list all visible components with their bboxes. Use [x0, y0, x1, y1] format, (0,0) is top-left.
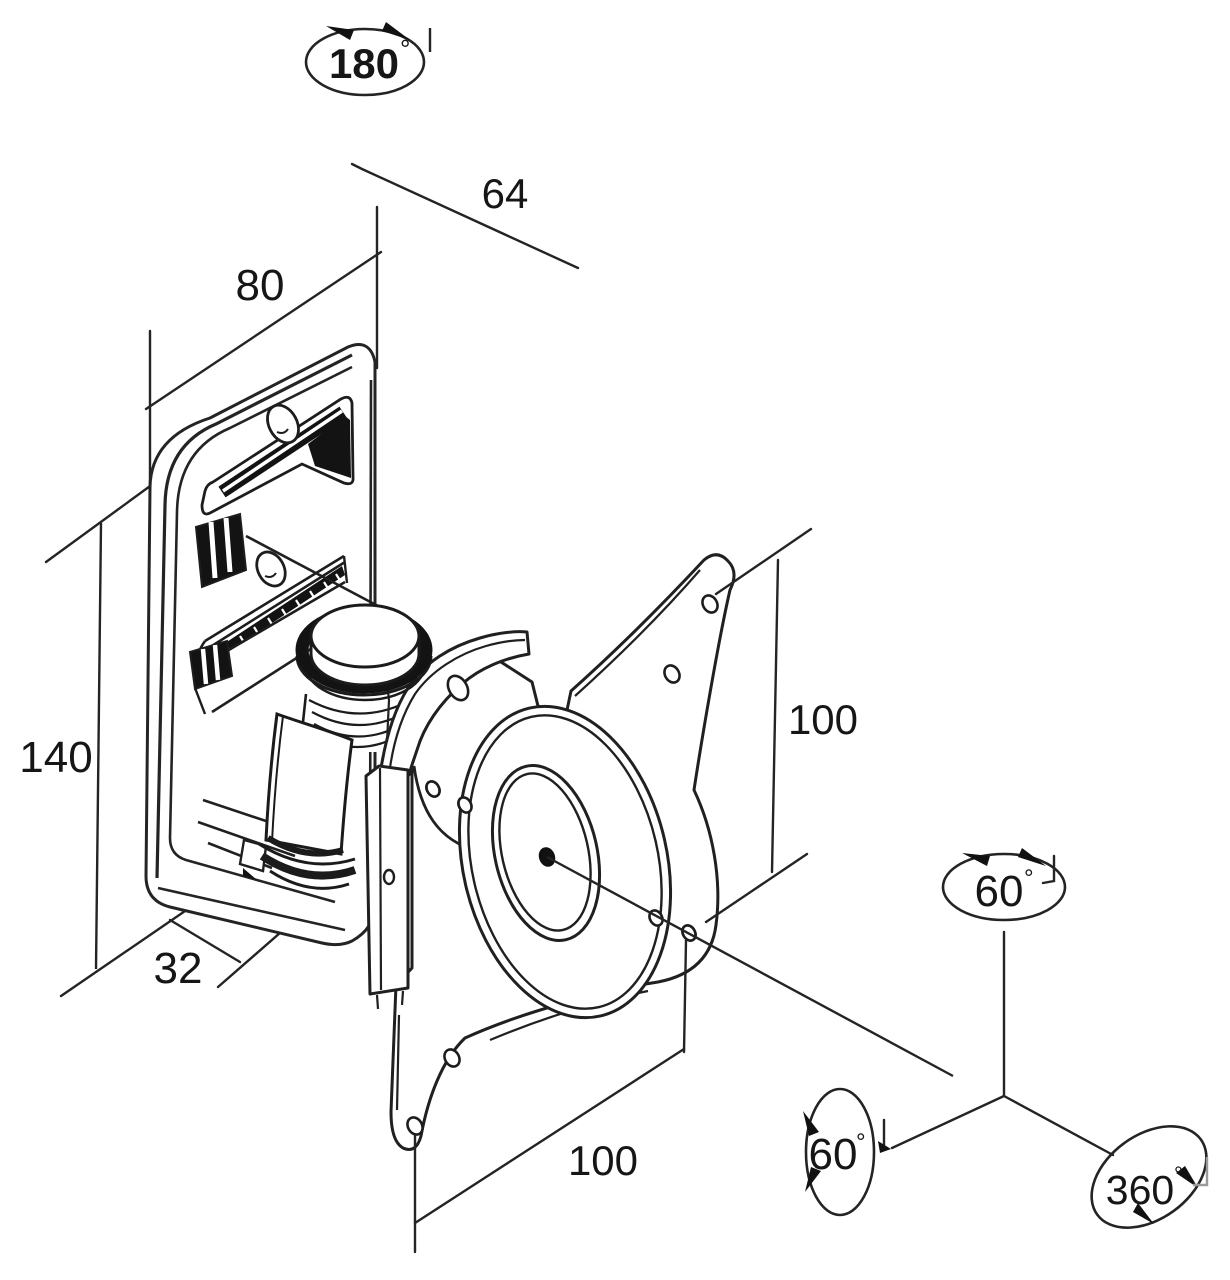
svg-text:60: 60	[975, 867, 1024, 916]
svg-text:°: °	[400, 34, 410, 64]
svg-text:360: 360	[1106, 1167, 1174, 1213]
svg-text:100: 100	[788, 696, 858, 743]
svg-text:140: 140	[19, 733, 92, 782]
svg-text:°: °	[856, 1129, 866, 1156]
svg-text:100: 100	[568, 1137, 638, 1184]
svg-text:°: °	[1024, 865, 1034, 892]
svg-text:60: 60	[809, 1130, 858, 1179]
svg-text:32: 32	[154, 944, 203, 993]
svg-text:80: 80	[236, 261, 285, 310]
svg-text:180: 180	[329, 40, 399, 87]
svg-text:°: °	[1174, 1162, 1183, 1187]
svg-text:64: 64	[482, 170, 529, 217]
